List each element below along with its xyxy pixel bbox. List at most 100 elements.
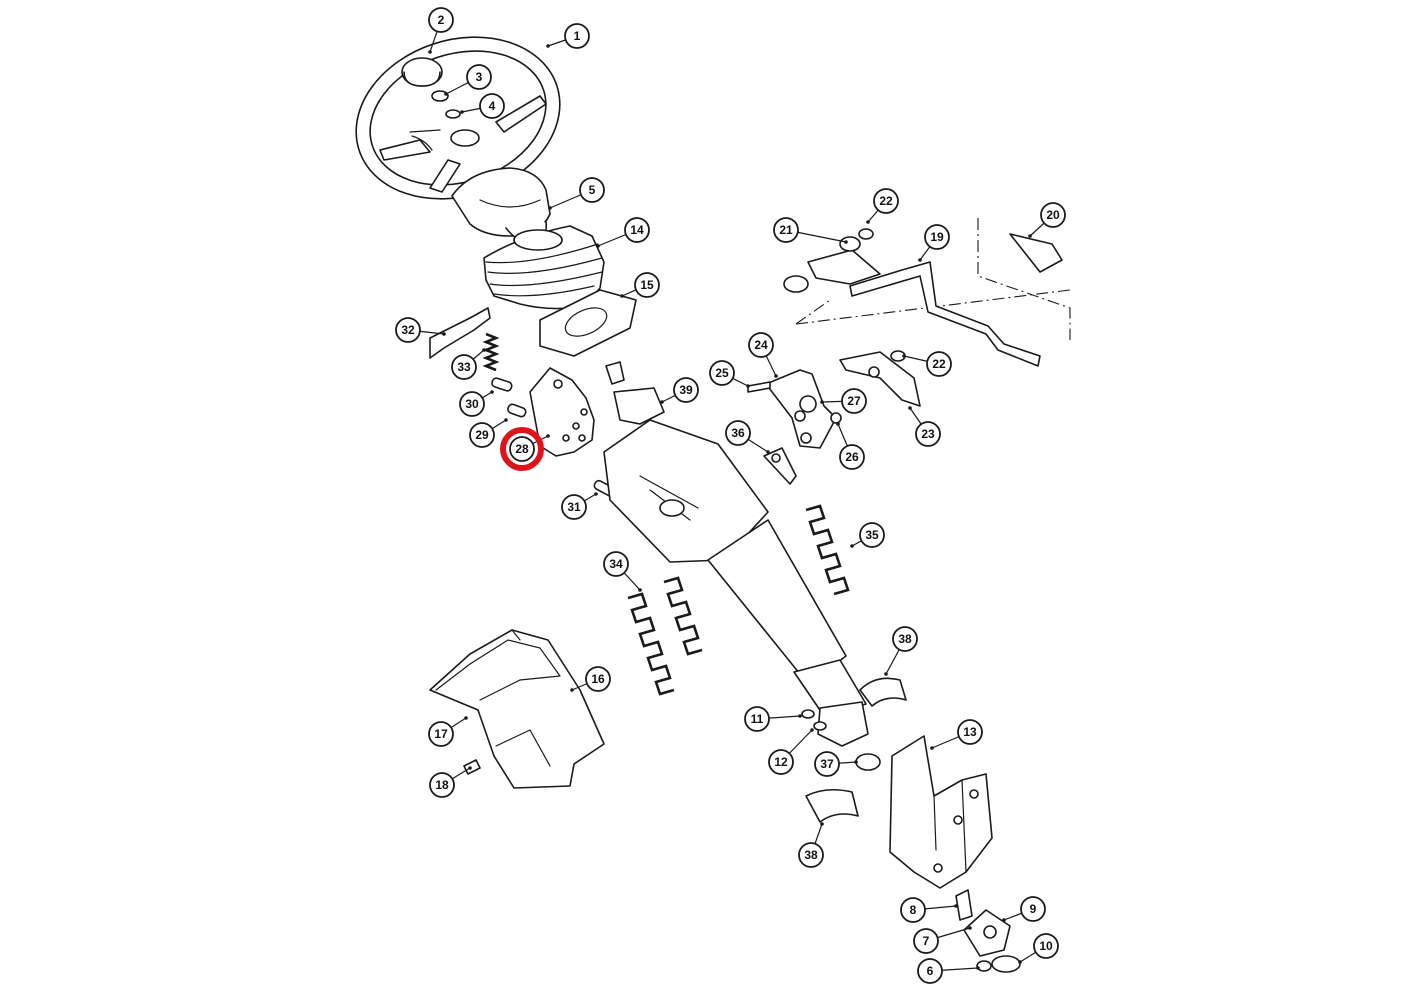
leader-tip (884, 672, 888, 676)
tilt-linkage (783, 218, 1071, 367)
callout-26[interactable]: 26 (836, 422, 865, 470)
callout-33[interactable]: 33 (451, 348, 486, 380)
callout-23[interactable]: 23 (908, 406, 941, 447)
callout-number: 2 (438, 13, 445, 27)
washer (801, 709, 815, 719)
callout-20[interactable]: 20 (1028, 202, 1066, 238)
callout-21[interactable]: 21 (773, 217, 848, 244)
lever-spring (482, 332, 500, 372)
callout-17[interactable]: 17 (428, 716, 468, 747)
leader-tip (638, 588, 642, 592)
callout-1[interactable]: 1 (546, 23, 590, 49)
leader-tip (820, 822, 824, 826)
callout-16[interactable]: 16 (570, 666, 611, 692)
callout-number: 24 (754, 338, 768, 352)
callout-circle (900, 897, 926, 923)
callout-8[interactable]: 8 (900, 897, 958, 923)
leader-tip (930, 746, 934, 750)
callout-29[interactable]: 29 (469, 418, 508, 448)
leader-tip (570, 688, 574, 692)
callout-22b[interactable]: 22 (902, 351, 952, 377)
callout-circle (509, 436, 535, 462)
callout-10[interactable]: 10 (1018, 933, 1059, 964)
callout-15[interactable]: 15 (620, 272, 660, 298)
leader-tip (854, 760, 858, 764)
callout-number: 13 (963, 725, 977, 739)
callout-38a[interactable]: 38 (884, 626, 918, 676)
callout-circle (466, 64, 492, 90)
callout-number: 32 (401, 323, 415, 337)
leader-tip (444, 92, 448, 96)
leader-tip (902, 354, 906, 358)
callout-3[interactable]: 3 (444, 64, 492, 96)
callout-14[interactable]: 14 (596, 217, 650, 248)
callout-12[interactable]: 12 (768, 728, 814, 775)
callout-circle (725, 420, 751, 446)
callout-34[interactable]: 34 (603, 551, 642, 592)
callout-22a[interactable]: 22 (866, 188, 899, 224)
callout-number: 30 (465, 397, 479, 411)
callout-circle (585, 666, 611, 692)
leader-tip (976, 966, 980, 970)
callout-37[interactable]: 37 (814, 751, 858, 777)
callout-number: 33 (457, 360, 471, 374)
callout-13[interactable]: 13 (930, 719, 983, 750)
callout-36[interactable]: 36 (725, 420, 770, 454)
callout-25[interactable]: 25 (709, 360, 750, 388)
callout-27[interactable]: 27 (820, 388, 867, 414)
leader-tip (844, 240, 848, 244)
callout-number: 14 (630, 223, 644, 237)
callout-19[interactable]: 19 (918, 224, 950, 262)
leader-tip (954, 904, 958, 908)
callout-circle (924, 224, 950, 250)
leader-tip (546, 434, 550, 438)
callout-9[interactable]: 9 (1002, 896, 1046, 922)
callout-24[interactable]: 24 (748, 332, 778, 378)
callout-7[interactable]: 7 (913, 926, 972, 954)
callout-circle (839, 444, 865, 470)
leader-tip (548, 206, 552, 210)
callout-11[interactable]: 11 (744, 706, 802, 732)
callout-circle (957, 719, 983, 745)
leader-tip (490, 390, 494, 394)
callout-6[interactable]: 6 (917, 958, 980, 984)
callout-4[interactable]: 4 (460, 93, 505, 119)
callout-30[interactable]: 30 (459, 390, 494, 417)
callout-number: 5 (589, 183, 596, 197)
callout-number: 29 (475, 428, 489, 442)
callout-number: 4 (489, 99, 496, 113)
leader-tip (1018, 960, 1022, 964)
callout-number: 6 (927, 964, 934, 978)
leader-tip (774, 374, 778, 378)
callout-number: 22 (879, 194, 893, 208)
callout-2[interactable]: 2 (428, 7, 454, 54)
callout-number: 38 (804, 848, 818, 862)
callout-circle (1040, 202, 1066, 228)
callout-number: 39 (679, 383, 693, 397)
bushing (805, 788, 859, 823)
callout-number: 22 (932, 357, 946, 371)
callout-5[interactable]: 5 (548, 177, 605, 210)
return-spring (627, 592, 675, 696)
callout-38b[interactable]: 38 (798, 822, 824, 868)
callout-circle (673, 377, 699, 403)
callout-18[interactable]: 18 (429, 766, 472, 798)
callout-circle (459, 391, 485, 417)
callout-number: 28 (515, 442, 529, 456)
callout-28[interactable]: 28 (500, 427, 550, 471)
callout-32[interactable]: 32 (395, 317, 446, 343)
callout-circle (926, 351, 952, 377)
horn-button (401, 57, 443, 87)
callout-35[interactable]: 35 (850, 522, 885, 548)
callout-39[interactable]: 39 (660, 377, 699, 404)
callout-circle (479, 93, 505, 119)
callout-number: 19 (930, 230, 944, 244)
callout-number: 23 (921, 427, 935, 441)
callout-circle (429, 772, 455, 798)
bushing (859, 677, 907, 707)
callout-number: 18 (435, 778, 449, 792)
callout-31[interactable]: 31 (561, 492, 598, 520)
leader-tip (746, 384, 750, 388)
return-spring (805, 504, 850, 596)
